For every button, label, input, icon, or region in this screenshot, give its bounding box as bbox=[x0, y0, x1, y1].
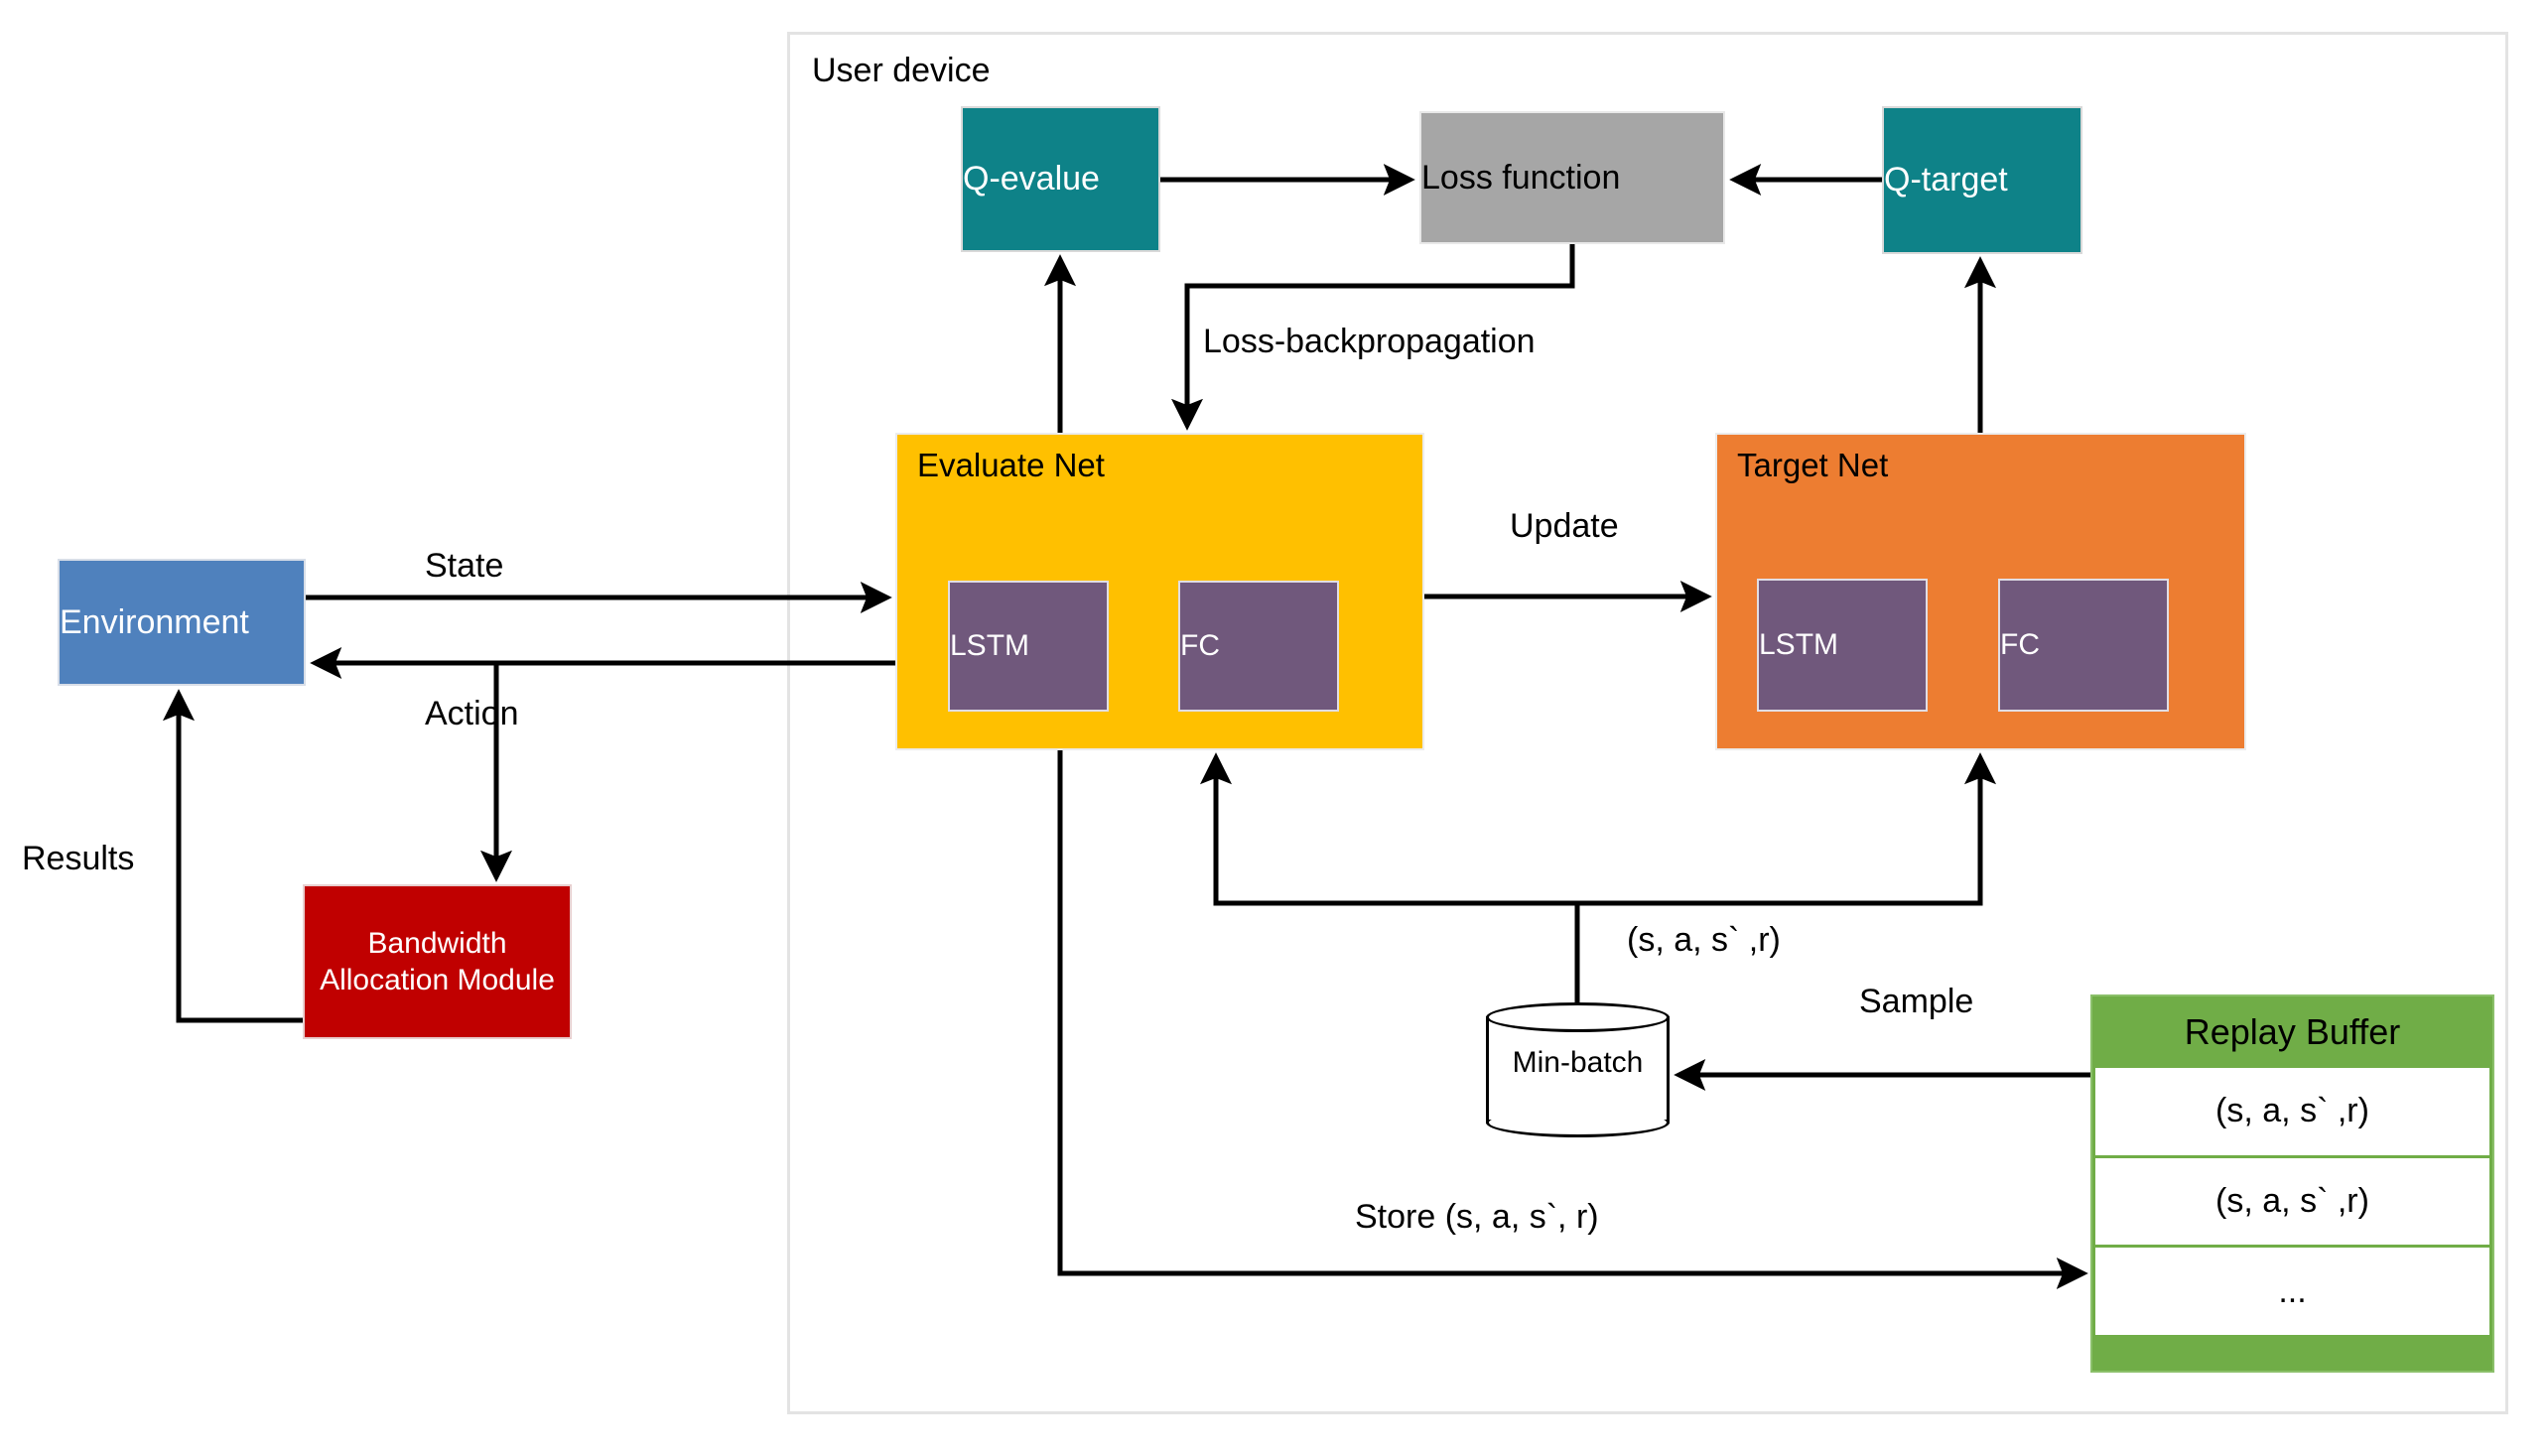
node-bandwidth-allocation-module-label: Bandwidth Allocation Module bbox=[320, 926, 555, 997]
node-target-net-fc[interactable]: FC bbox=[1998, 579, 2169, 712]
node-q-evalue[interactable]: Q-evalue bbox=[961, 106, 1160, 252]
node-evaluate-net-lstm[interactable]: LSTM bbox=[948, 581, 1109, 712]
node-evaluate-net-label: Evaluate Net bbox=[917, 447, 1105, 483]
list-item[interactable]: (s, a, s` ,r) bbox=[2095, 1068, 2489, 1158]
node-loss-function-label: Loss function bbox=[1421, 158, 1621, 197]
edge-label-store: Store (s, a, s`, r) bbox=[1355, 1198, 1599, 1236]
edge-label-sample: Sample bbox=[1859, 983, 1974, 1020]
node-min-batch-label: Min-batch bbox=[1512, 1046, 1644, 1079]
edge-label-action: Action bbox=[425, 695, 519, 732]
cylinder-body-icon bbox=[1486, 1016, 1670, 1124]
cylinder-top-icon bbox=[1486, 1002, 1670, 1032]
node-target-net-fc-label: FC bbox=[2000, 628, 2040, 661]
edge-label-update: Update bbox=[1510, 507, 1619, 545]
node-min-batch[interactable]: Min-batch bbox=[1486, 1002, 1670, 1138]
node-target-net-lstm[interactable]: LSTM bbox=[1757, 579, 1928, 712]
node-loss-function[interactable]: Loss function bbox=[1419, 111, 1725, 244]
edge-label-tuple: (s, a, s` ,r) bbox=[1627, 921, 1781, 959]
replay-buffer-rows: (s, a, s` ,r) (s, a, s` ,r) ... bbox=[2092, 1068, 2492, 1336]
node-evaluate-net[interactable]: Evaluate Net LSTM FC bbox=[895, 433, 1424, 750]
arrow-loss-backprop-to-evalnet bbox=[1170, 244, 1575, 431]
edge-label-state: State bbox=[425, 547, 504, 585]
node-target-net-lstm-label: LSTM bbox=[1759, 628, 1839, 661]
node-target-net-label: Target Net bbox=[1737, 447, 1889, 483]
arrow-minbatch-to-evalnet bbox=[1199, 752, 1580, 1002]
list-item[interactable]: (s, a, s` ,r) bbox=[2095, 1157, 2489, 1249]
user-device-label: User device bbox=[812, 52, 991, 89]
node-q-target-label: Q-target bbox=[1884, 161, 2008, 199]
arrow-minbatch-to-targetnet bbox=[1577, 752, 1997, 906]
node-evaluate-net-fc-label: FC bbox=[1180, 629, 1220, 662]
node-evaluate-net-fc[interactable]: FC bbox=[1178, 581, 1339, 712]
replay-buffer-title: Replay Buffer bbox=[2184, 1011, 2401, 1052]
node-target-net[interactable]: Target Net LSTM FC bbox=[1715, 433, 2246, 750]
edge-label-results: Results bbox=[22, 840, 135, 877]
arrow-store bbox=[1057, 750, 2088, 1290]
node-q-target[interactable]: Q-target bbox=[1882, 106, 2082, 254]
node-environment[interactable]: Environment bbox=[58, 559, 306, 686]
replay-buffer-footer bbox=[2092, 1335, 2492, 1371]
node-evaluate-net-lstm-label: LSTM bbox=[950, 629, 1030, 662]
node-replay-buffer[interactable]: Replay Buffer (s, a, s` ,r) (s, a, s` ,r… bbox=[2090, 994, 2494, 1373]
node-bandwidth-allocation-module[interactable]: Bandwidth Allocation Module bbox=[303, 884, 572, 1039]
arrow-results bbox=[162, 689, 303, 1023]
node-environment-label: Environment bbox=[60, 602, 249, 641]
node-q-evalue-label: Q-evalue bbox=[963, 160, 1100, 198]
list-item[interactable]: ... bbox=[2095, 1248, 2489, 1336]
edge-label-loss-backpropagation: Loss-backpropagation bbox=[1203, 323, 1536, 360]
arrow-group bbox=[162, 163, 2090, 1290]
